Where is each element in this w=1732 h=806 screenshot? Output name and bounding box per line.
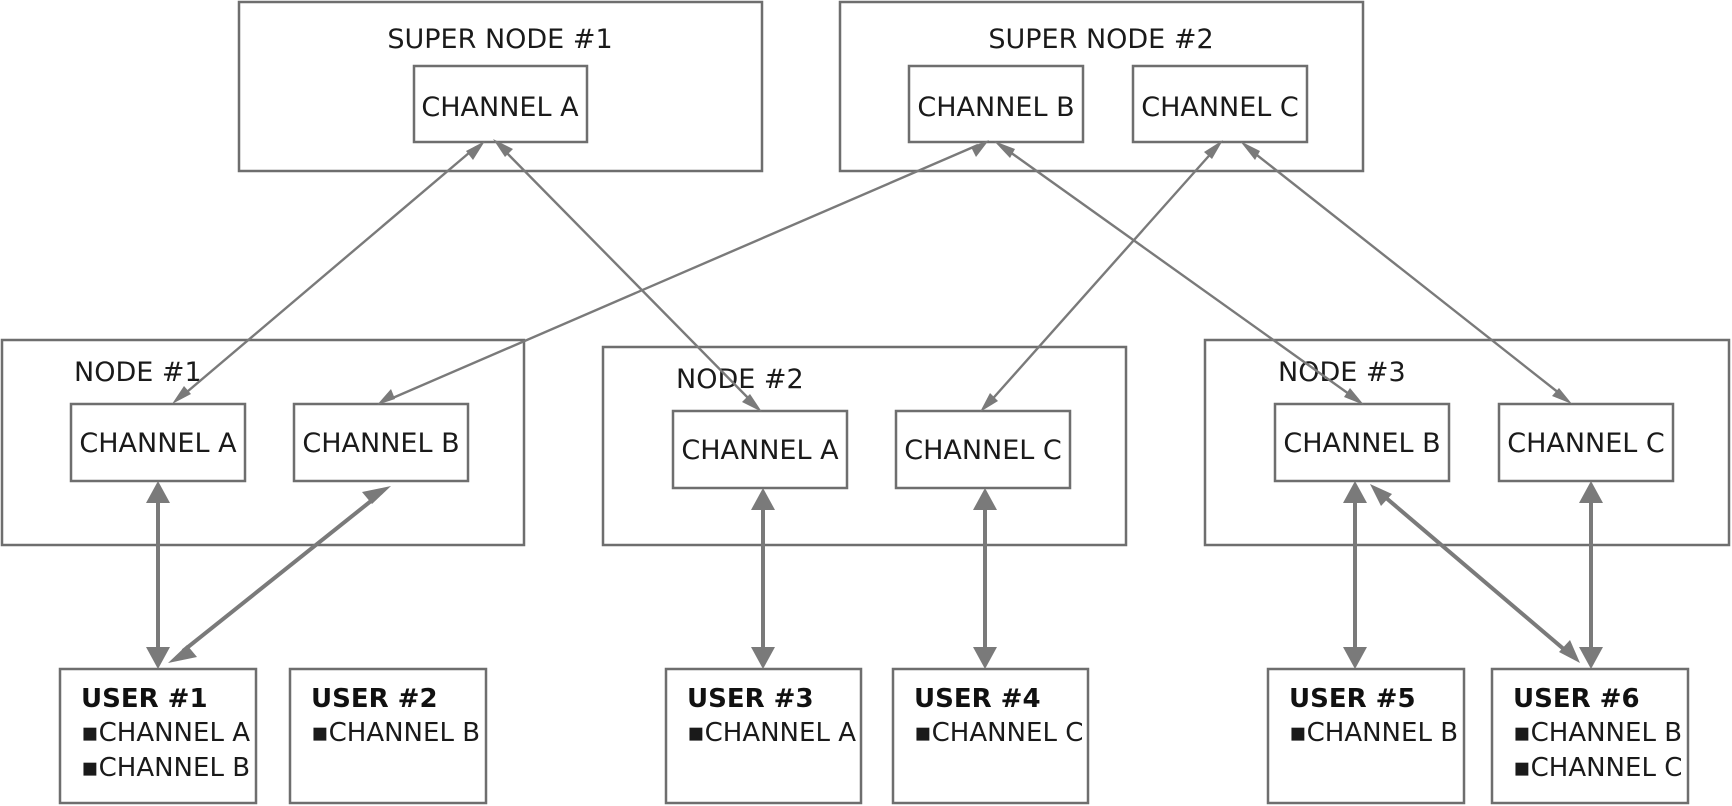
user-4: USER #4 ▪CHANNEL C <box>891 667 1090 805</box>
node-3-channel-b: CHANNEL B <box>1273 402 1451 483</box>
channel-label: CHANNEL A <box>79 428 237 459</box>
user-5: USER #5 ▪CHANNEL B <box>1266 667 1466 805</box>
node-1: NODE #1 CHANNEL A CHANNEL B <box>0 338 526 547</box>
user-6-item-2: ▪CHANNEL C <box>1513 753 1682 783</box>
edge-super2-b-to-node1-b <box>377 140 989 405</box>
user-6-label: USER #6 <box>1513 684 1640 714</box>
channel-label: CHANNEL B <box>1283 428 1440 459</box>
edge-node1-b-to-user1 <box>168 486 391 663</box>
edge-super1-a-to-node2-a <box>493 139 762 412</box>
user-6-item-1: ▪CHANNEL B <box>1513 718 1682 748</box>
channel-label: CHANNEL C <box>1507 428 1665 459</box>
node-2-channel-a: CHANNEL A <box>671 409 849 490</box>
channel-label: CHANNEL A <box>681 435 839 466</box>
node-3-label: NODE #3 <box>1278 357 1406 388</box>
channel-label: CHANNEL C <box>904 435 1062 466</box>
user-2-item-1: ▪CHANNEL B <box>311 718 480 748</box>
channel-label: CHANNEL B <box>302 428 459 459</box>
edge-super2-c-to-node2-c <box>980 140 1223 412</box>
node-3: NODE #3 CHANNEL B CHANNEL C <box>1203 338 1731 547</box>
connections <box>146 139 1603 669</box>
edge-node1-a-to-user1 <box>146 481 170 669</box>
user-3: USER #3 ▪CHANNEL A <box>664 667 863 805</box>
super-node-1-channel-a: CHANNEL A <box>412 64 589 144</box>
user-2-label: USER #2 <box>311 684 438 714</box>
channel-label: CHANNEL C <box>1141 92 1299 123</box>
channel-label: CHANNEL B <box>917 92 1074 123</box>
user-5-label: USER #5 <box>1289 684 1416 714</box>
edge-node3-c-to-user6 <box>1579 481 1603 669</box>
node-1-label: NODE #1 <box>74 357 202 388</box>
user-1: USER #1 ▪CHANNEL A ▪CHANNEL B <box>58 667 258 805</box>
user-6: USER #6 ▪CHANNEL B ▪CHANNEL C <box>1490 667 1690 805</box>
user-1-item-1: ▪CHANNEL A <box>81 718 250 748</box>
channel-label: CHANNEL A <box>421 92 579 123</box>
user-5-item-1: ▪CHANNEL B <box>1289 718 1458 748</box>
node-2: NODE #2 CHANNEL A CHANNEL C <box>601 345 1128 547</box>
super-node-2: SUPER NODE #2 CHANNEL B CHANNEL C <box>838 0 1365 173</box>
edge-node2-a-to-user3 <box>751 488 775 669</box>
edge-node2-c-to-user4 <box>973 488 997 669</box>
node-1-channel-b: CHANNEL B <box>292 402 470 483</box>
super-node-1: SUPER NODE #1 CHANNEL A <box>237 0 764 173</box>
super-node-2-label: SUPER NODE #2 <box>988 24 1213 55</box>
user-4-label: USER #4 <box>914 684 1041 714</box>
user-1-label: USER #1 <box>81 684 208 714</box>
edge-node3-b-to-user6 <box>1370 484 1580 663</box>
edge-super1-a-to-node1-a <box>172 141 485 404</box>
super-node-2-channel-c: CHANNEL C <box>1131 64 1309 144</box>
super-node-1-label: SUPER NODE #1 <box>387 24 612 55</box>
node-3-channel-c: CHANNEL C <box>1497 402 1675 483</box>
super-node-2-channel-b: CHANNEL B <box>907 64 1085 144</box>
node-2-channel-c: CHANNEL C <box>894 409 1072 490</box>
user-2: USER #2 ▪CHANNEL B <box>288 667 488 805</box>
user-1-item-2: ▪CHANNEL B <box>81 753 250 783</box>
edge-super2-b-to-node3-b <box>994 141 1364 405</box>
user-3-label: USER #3 <box>687 684 814 714</box>
user-3-item-1: ▪CHANNEL A <box>687 718 856 748</box>
edge-node3-b-to-user5 <box>1343 481 1367 669</box>
user-4-item-1: ▪CHANNEL C <box>914 718 1083 748</box>
node-1-channel-a: CHANNEL A <box>69 402 247 483</box>
edge-super2-c-to-node3-c <box>1240 141 1572 404</box>
